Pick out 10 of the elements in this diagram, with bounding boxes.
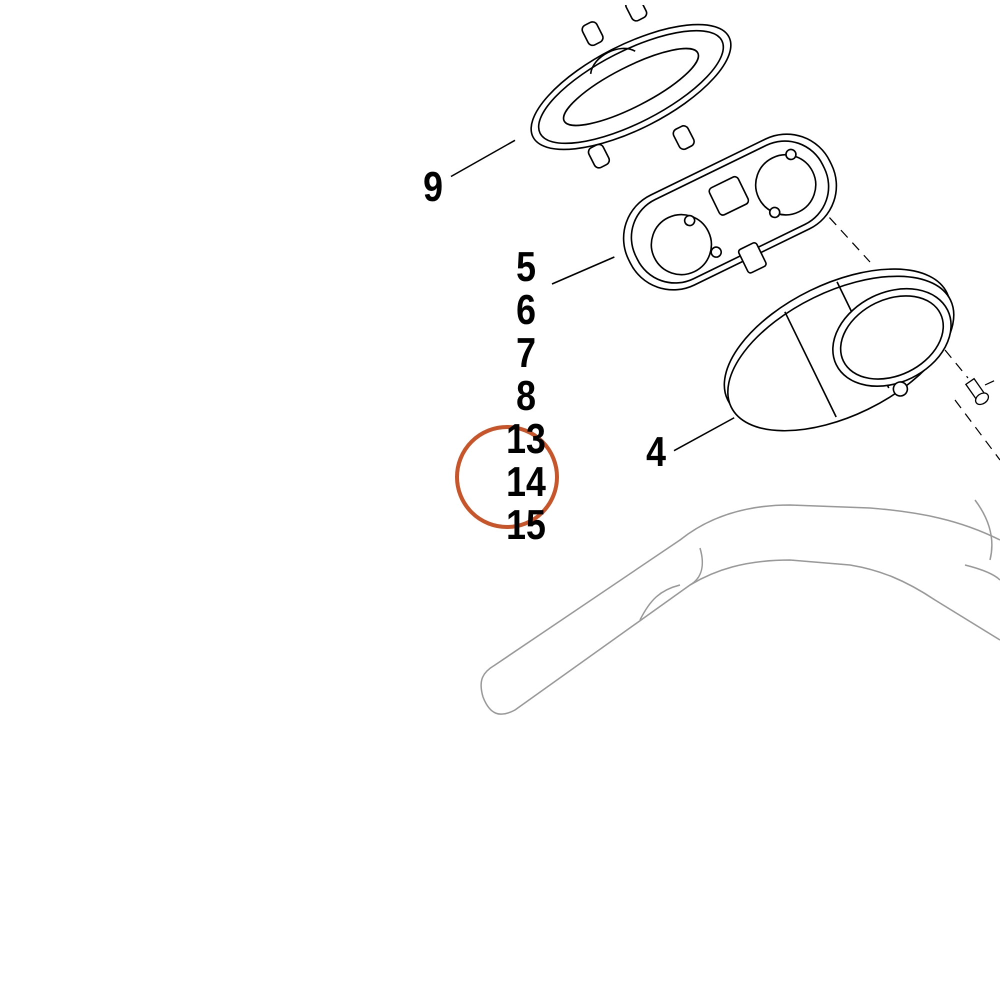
callout-number: 4 xyxy=(645,430,667,473)
leader-line xyxy=(450,140,516,178)
callout-number: 14 xyxy=(505,460,547,503)
leader-line xyxy=(552,256,615,285)
leader-line xyxy=(674,417,735,452)
callout-number: 9 xyxy=(422,165,444,208)
callout-number: 6 xyxy=(515,288,537,331)
callout-number: 8 xyxy=(515,374,537,417)
callout-number: 7 xyxy=(515,331,537,374)
callout-number: 5 xyxy=(515,245,537,288)
